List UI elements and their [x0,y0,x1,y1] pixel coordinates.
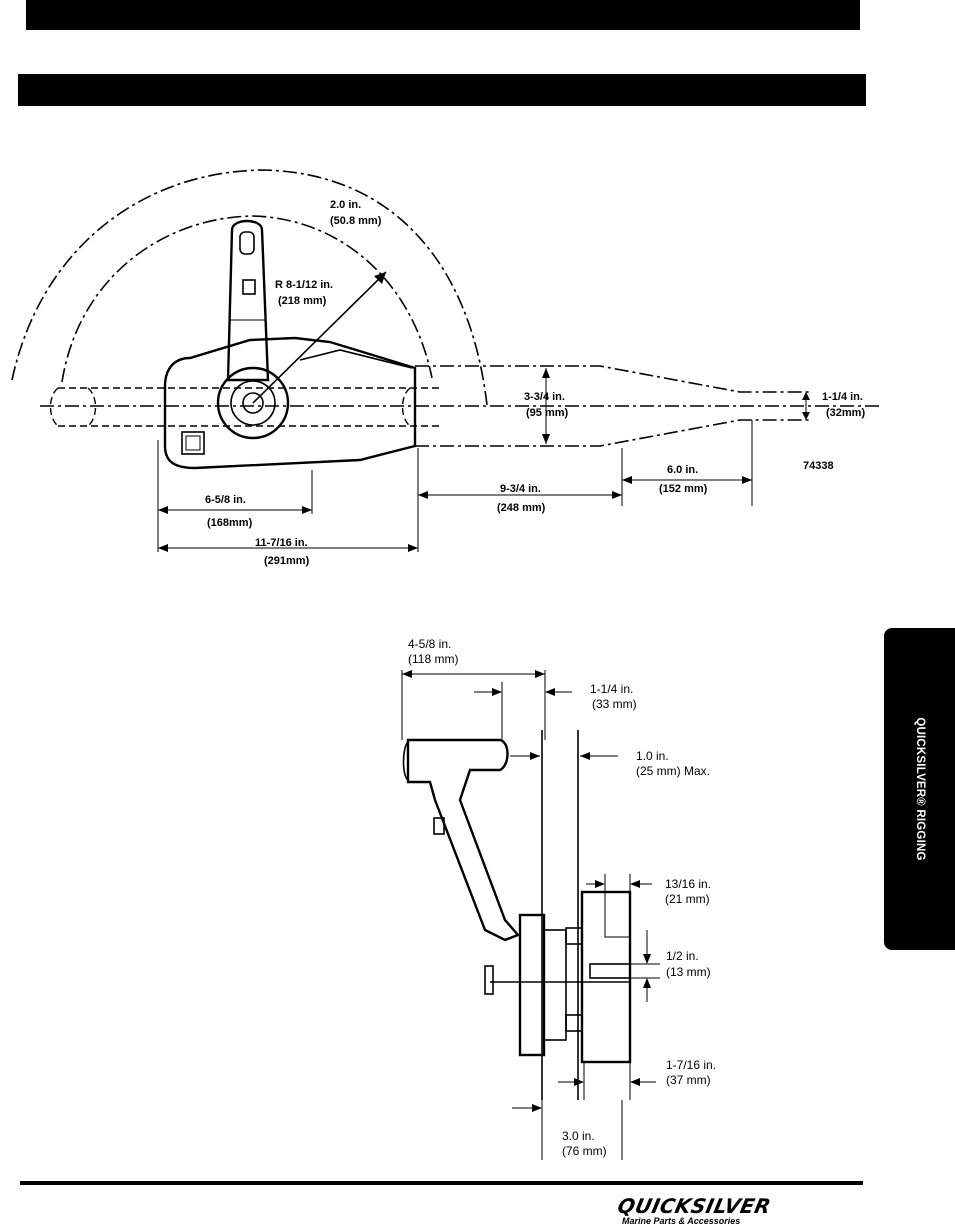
housing-width-in-label: 1-7/16 in. [666,1058,716,1072]
handle-depth-in-label: 4-5/8 in. [408,637,451,651]
cable-outline-upper [415,365,810,393]
mount-width-mm-label: (168mm) [207,517,253,529]
cable-end-height-mm-label: (32mm) [826,407,865,419]
shaft-height-in-label: 1/2 in. [666,949,699,963]
overall-length-in-label: 11-7/16 in. [255,537,308,549]
cable-height-mm-label: (95 mm) [526,407,569,419]
cable-end-height-in-label: 1-1/4 in. [822,391,863,403]
outer-travel-arc [11,169,488,406]
inner-travel-arc [61,215,433,383]
overall-depth-mm-label: (76 mm) [562,1144,607,1158]
panel-thickness-in-label: 1.0 in. [636,749,669,763]
header-bar [26,0,860,30]
handle-depth-mm-label: (118 mm) [408,652,458,666]
radius-mm-label: (218 mm) [278,295,327,307]
control-housing [163,336,417,470]
footer-rule [20,1181,863,1185]
brand-tagline: Marine Parts & Accessories [622,1216,741,1226]
handle-profile [406,738,521,942]
section-side-tab: QUICKSILVER® RIGGING [884,628,955,950]
figure-number: 74338 [803,460,834,472]
housing-width-mm-label: (37 mm) [666,1073,711,1087]
bottom-dimension-diagram: 4-5/8 in. (118 mm) 1-1/4 in. (33 mm) 1.0… [401,637,716,1160]
control-hub [216,366,290,440]
panel-thickness-mm-label: (25 mm) Max. [636,764,710,778]
cable-end-length-in-label: 6.0 in. [667,464,698,476]
cable-end-length-mm-label: (152 mm) [659,483,708,495]
flange-width-mm-label: (21 mm) [665,892,710,906]
top-dimension-diagram: 2.0 in. (50.8 mm) R 8-1/12 in. (218 mm) … [11,169,880,567]
quicksilver-logo: QUICKSILVER Marine Parts & Accessories [615,1194,788,1228]
cable-height-in-label: 3-3/4 in. [524,391,565,403]
mount-width-in-label: 6-5/8 in. [205,494,246,506]
section-title-bar [18,74,866,106]
shaft-height-mm-label: (13 mm) [666,965,711,979]
radius-arrow [252,271,387,404]
trim-button [181,431,205,455]
arc-clearance-mm-label: (50.8 mm) [330,215,382,227]
panel-offset-in-label: 1-1/4 in. [590,682,633,696]
cable-outline-lower [415,419,810,447]
flange-width-in-label: 13/16 in. [665,877,711,891]
side-tab-label: QUICKSILVER® RIGGING [913,717,926,861]
radius-in-label: R 8-1/12 in. [275,279,333,291]
control-handle [226,219,270,382]
overall-depth-in-label: 3.0 in. [562,1129,595,1143]
cable-taper-in-label: 9-3/4 in. [500,483,541,495]
arc-clearance-in-label: 2.0 in. [330,199,361,211]
front-flange [518,913,546,1057]
brand-name: QUICKSILVER [615,1194,774,1218]
cable-taper-mm-label: (248 mm) [497,502,546,514]
overall-length-mm-label: (291mm) [264,555,310,567]
panel-offset-mm-label: (33 mm) [592,697,637,711]
